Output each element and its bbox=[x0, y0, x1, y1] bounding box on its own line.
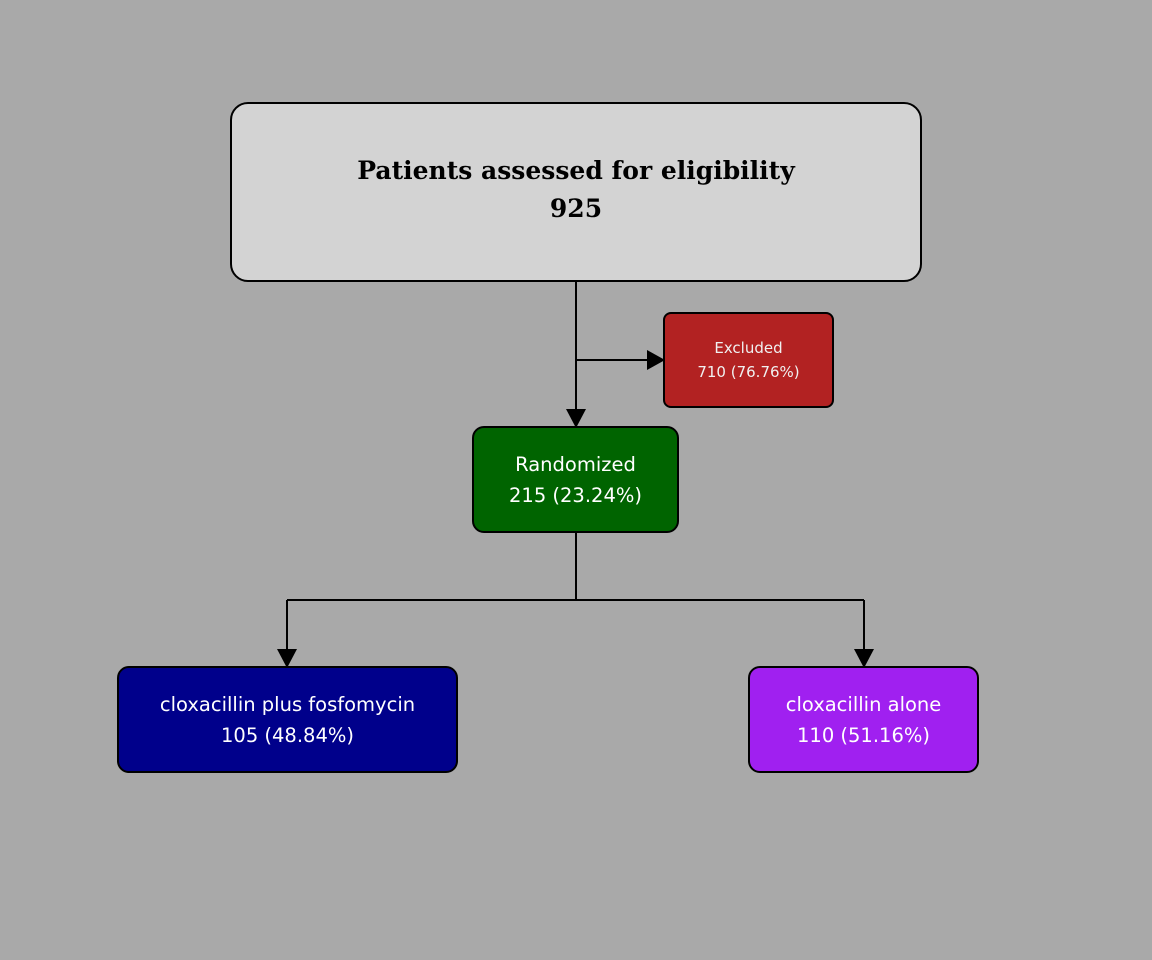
excluded-title: Excluded bbox=[714, 339, 783, 357]
arrowhead-to-arm-2 bbox=[854, 649, 874, 668]
arm-count: 110 (51.16%) bbox=[797, 723, 930, 747]
eligibility-box: Patients assessed for eligibility 925 bbox=[230, 102, 922, 282]
excluded-box: Excluded 710 (76.76%) bbox=[663, 312, 834, 408]
arrowhead-to-arm-1 bbox=[277, 649, 297, 668]
arrowhead-to-randomized bbox=[566, 409, 586, 428]
arm-box-cloxacillin-alone: cloxacillin alone 110 (51.16%) bbox=[748, 666, 979, 773]
arm-box-cloxacillin-plus-fosfomycin: cloxacillin plus fosfomycin 105 (48.84%) bbox=[117, 666, 458, 773]
randomized-title: Randomized bbox=[515, 452, 636, 476]
arm-count: 105 (48.84%) bbox=[221, 723, 354, 747]
eligibility-count: 925 bbox=[549, 194, 603, 223]
arm-title: cloxacillin plus fosfomycin bbox=[159, 692, 416, 716]
arm-title: cloxacillin alone bbox=[785, 692, 942, 716]
eligibility-title: Patients assessed for eligibility bbox=[357, 156, 795, 185]
randomized-count: 215 (23.24%) bbox=[509, 483, 642, 507]
arrowhead-to-excluded bbox=[647, 350, 665, 370]
randomized-box: Randomized 215 (23.24%) bbox=[472, 426, 679, 533]
excluded-count: 710 (76.76%) bbox=[697, 363, 800, 381]
